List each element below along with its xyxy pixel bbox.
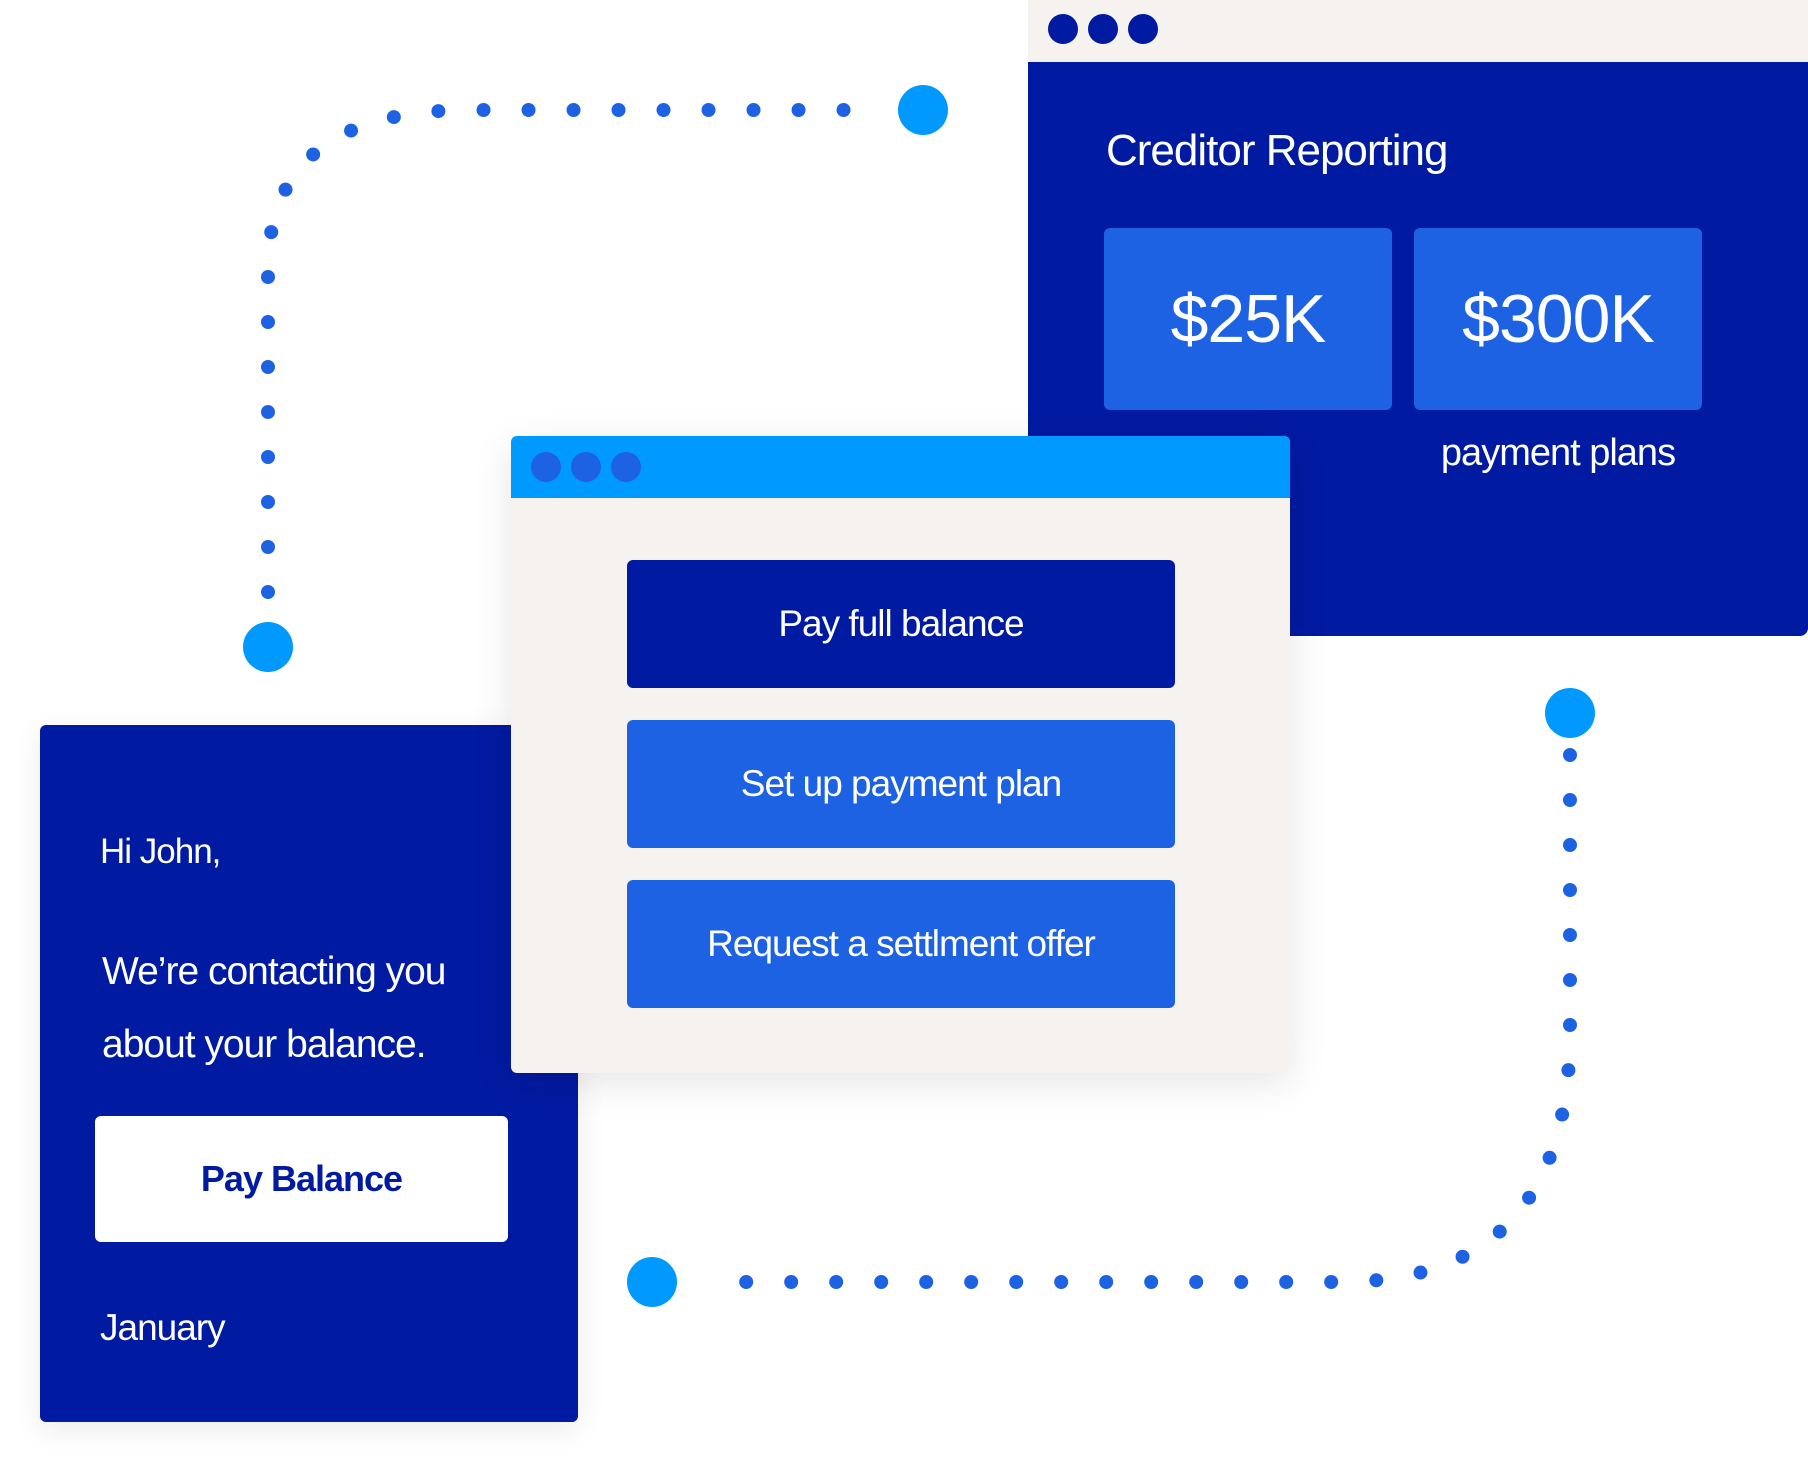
connector-dot-icon <box>627 1257 677 1307</box>
dotted-path-top <box>261 103 887 599</box>
stat-tile-amount: $25K <box>1104 228 1392 410</box>
month-label: January <box>100 1307 226 1348</box>
window-controls <box>531 452 641 482</box>
window-titlebar <box>511 436 1290 498</box>
window-dot-icon[interactable] <box>611 452 641 482</box>
settlement-offer-button[interactable]: Request a settlment offer <box>627 880 1175 1008</box>
connector-dot-icon <box>243 622 293 672</box>
window-dot-icon[interactable] <box>1048 14 1078 44</box>
creditor-reporting-window: Creditor Reporting $25K $300K payment pl… <box>1028 0 1808 636</box>
stat-tile-payment-plans: $300K <box>1414 228 1702 410</box>
email-greeting: Hi John, <box>100 832 221 871</box>
report-title: Creditor Reporting <box>1106 126 1448 175</box>
payment-options-window: Pay full balance Set up payment plan Req… <box>511 436 1290 1073</box>
pay-balance-button[interactable]: Pay Balance <box>95 1116 508 1242</box>
stat-caption: payment plans <box>1440 432 1676 474</box>
window-dot-icon[interactable] <box>571 452 601 482</box>
window-dot-icon[interactable] <box>531 452 561 482</box>
window-titlebar <box>1028 0 1808 62</box>
connector-dot-icon <box>898 85 948 135</box>
email-card: Hi John, We’re contacting you about your… <box>40 725 578 1422</box>
email-message: We’re contacting you about your balance. <box>102 950 446 1066</box>
window-dot-icon[interactable] <box>1088 14 1118 44</box>
pay-full-balance-button[interactable]: Pay full balance <box>627 560 1175 688</box>
connector-dot-icon <box>1545 688 1595 738</box>
window-controls <box>1048 14 1158 44</box>
window-dot-icon[interactable] <box>1128 14 1158 44</box>
payment-plan-button[interactable]: Set up payment plan <box>627 720 1175 848</box>
